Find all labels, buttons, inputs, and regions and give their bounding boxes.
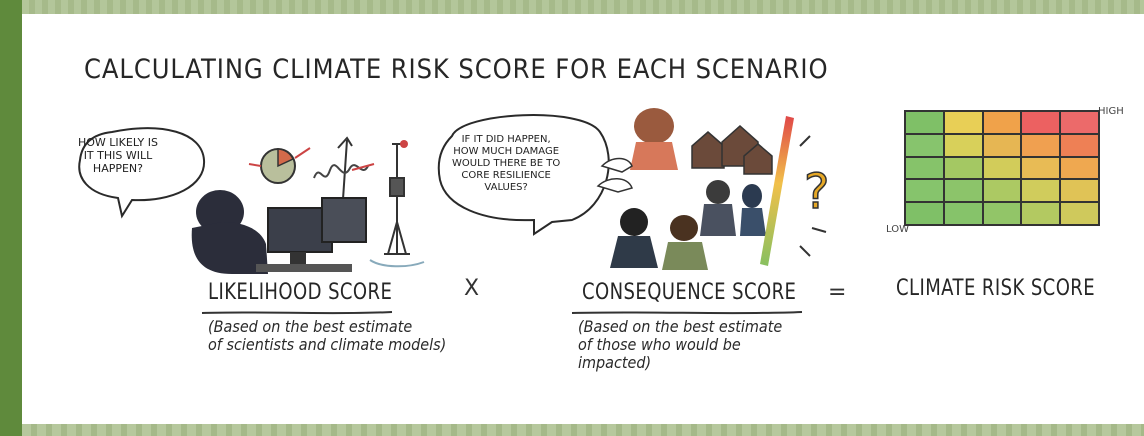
consequence-score-label: CONSEQUENCE SCORE bbox=[582, 280, 797, 305]
top-texture-strip bbox=[22, 0, 1144, 14]
consequence-illustration: ? bbox=[437, 108, 830, 270]
matrix-cell bbox=[906, 157, 943, 179]
matrix-cell bbox=[1061, 134, 1098, 156]
matrix-cell bbox=[1022, 180, 1060, 202]
matrix-low-label: LOW bbox=[886, 224, 909, 235]
matrix-cell bbox=[1061, 112, 1098, 133]
climate-risk-score-label: CLIMATE RISK SCORE bbox=[896, 276, 1096, 301]
matrix-cell bbox=[906, 203, 943, 224]
matrix-cell bbox=[906, 180, 943, 202]
matrix-cell bbox=[1022, 203, 1060, 224]
consequence-speech-bubble bbox=[437, 114, 610, 236]
matrix-cell bbox=[906, 112, 943, 133]
bottom-texture-strip bbox=[22, 424, 1144, 436]
likelihood-score-label: LIKELIHOOD SCORE bbox=[208, 280, 393, 305]
matrix-cell bbox=[944, 112, 982, 133]
matrix-cell bbox=[983, 157, 1021, 179]
matrix-cell bbox=[983, 180, 1021, 202]
matrix-cell bbox=[983, 112, 1021, 133]
matrix-cell bbox=[1061, 203, 1098, 224]
matrix-cell bbox=[1022, 134, 1060, 156]
risk-gradient-bar bbox=[760, 116, 794, 266]
matrix-cell bbox=[944, 180, 982, 202]
consequence-note: (Based on the best estimate of those who… bbox=[578, 317, 783, 372]
likelihood-underline bbox=[201, 311, 393, 315]
likelihood-speech-bubble bbox=[78, 127, 206, 219]
matrix-cell bbox=[983, 134, 1021, 156]
diagram-title: CALCULATING CLIMATE RISK SCORE FOR EACH … bbox=[84, 54, 829, 85]
matrix-cell bbox=[906, 134, 943, 156]
person-at-computer-icon bbox=[191, 190, 367, 274]
consequence-underline bbox=[571, 311, 803, 315]
weather-station-icon bbox=[369, 140, 425, 268]
likelihood-question-text: HOW LIKELY IS IT THIS WILL HAPPEN? bbox=[78, 136, 158, 175]
matrix-cell bbox=[944, 134, 982, 156]
likelihood-note: (Based on the best estimate of scientist… bbox=[208, 317, 447, 354]
question-mark-icon: ? bbox=[804, 164, 829, 220]
likelihood-illustration bbox=[78, 127, 425, 274]
matrix-cell bbox=[944, 203, 982, 224]
matrix-cell bbox=[1022, 157, 1060, 179]
equals-operator: = bbox=[828, 280, 847, 305]
multiply-operator: X bbox=[464, 276, 480, 301]
matrix-cell bbox=[1022, 112, 1060, 133]
matrix-cell bbox=[983, 203, 1021, 224]
matrix-cell bbox=[1061, 157, 1098, 179]
left-accent-bar bbox=[0, 0, 22, 436]
consequence-question-text: IF IT DID HAPPEN, HOW MUCH DAMAGE WOULD … bbox=[452, 134, 561, 193]
matrix-high-label: HIGH bbox=[1098, 106, 1124, 117]
matrix-cell bbox=[944, 157, 982, 179]
pie-chart-icon bbox=[248, 147, 311, 184]
risk-matrix bbox=[904, 110, 1100, 226]
illustration-panel: CALCULATING CLIMATE RISK SCORE FOR EACH … bbox=[22, 14, 1144, 424]
matrix-cell bbox=[1061, 180, 1098, 202]
community-people-icon bbox=[596, 108, 773, 270]
